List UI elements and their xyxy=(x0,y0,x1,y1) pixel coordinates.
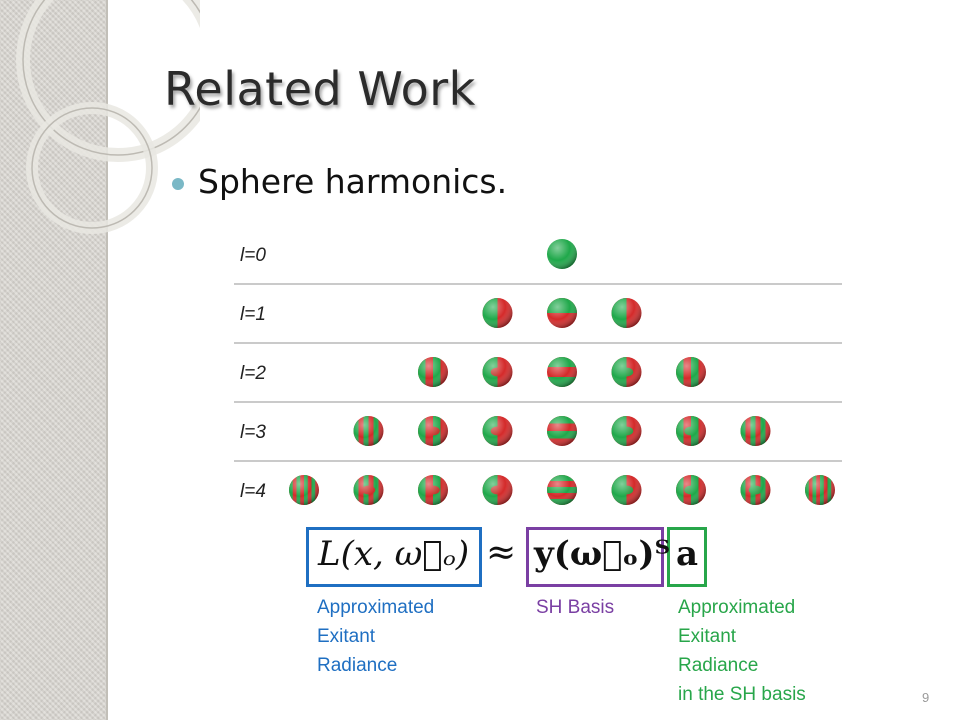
caption-line: in the SH basis xyxy=(678,684,806,705)
row-label: l=3 xyxy=(240,422,266,443)
harmonic-sphere xyxy=(353,475,384,505)
harmonic-sphere xyxy=(740,475,771,505)
row-label: l=4 xyxy=(240,481,266,502)
harmonic-sphere xyxy=(353,416,384,446)
caption-sh-basis: SH Basis xyxy=(536,593,614,622)
coefficient-box xyxy=(667,527,707,587)
caption-radiance: Approximated Exitant Radiance xyxy=(317,593,434,680)
equation-lhs: L(x, ω⃗ₒ) xyxy=(318,534,470,574)
harmonic-sphere xyxy=(482,357,513,387)
slide-title: Related Work xyxy=(164,62,476,116)
equation-basis: y(ω⃗ₒ)ᵀ xyxy=(534,534,671,574)
bullet-dot xyxy=(172,178,184,190)
harmonic-sphere xyxy=(482,475,513,505)
harmonic-sphere xyxy=(418,475,448,505)
harmonic-sphere xyxy=(676,475,706,505)
harmonic-sphere xyxy=(611,298,642,328)
harmonic-sphere xyxy=(611,416,642,446)
harmonic-sphere xyxy=(482,298,513,328)
row-label: l=1 xyxy=(240,304,266,325)
harmonic-sphere xyxy=(418,416,448,446)
bullet-text: Sphere harmonics. xyxy=(198,162,508,201)
sh-basis-box xyxy=(526,527,664,587)
harmonic-sphere xyxy=(547,475,577,505)
radiance-box xyxy=(306,527,482,587)
row-label: l=0 xyxy=(240,245,266,266)
harmonic-sphere xyxy=(547,357,577,387)
harmonic-sphere xyxy=(547,239,577,269)
row-label: l=2 xyxy=(240,363,266,384)
harmonic-sphere xyxy=(676,416,706,446)
caption-line: Exitant xyxy=(317,626,376,647)
harmonic-sphere xyxy=(676,357,706,387)
page-number: 9 xyxy=(922,690,930,705)
harmonic-sphere xyxy=(482,416,513,446)
harmonic-sphere xyxy=(418,357,448,387)
spherical-harmonics-figure: l=0 l=1 l=2 l=3 l=4 xyxy=(234,239,842,505)
harmonic-sphere xyxy=(611,475,642,505)
harmonic-sphere xyxy=(740,416,771,446)
approx-symbol: ≈ xyxy=(486,532,517,573)
harmonic-sphere xyxy=(805,475,835,505)
caption-line: Exitant xyxy=(678,626,737,647)
equation-coefficient: a xyxy=(676,534,699,574)
caption-line: SH Basis xyxy=(536,597,615,618)
caption-line: Radiance xyxy=(678,655,759,676)
caption-line: Radiance xyxy=(317,655,398,676)
harmonic-sphere xyxy=(547,416,577,446)
harmonic-sphere xyxy=(547,298,577,328)
harmonic-sphere xyxy=(289,475,319,505)
decorative-rings xyxy=(16,0,200,234)
caption-coefficients: Approximated Exitant Radiance in the SH … xyxy=(678,593,806,709)
harmonic-sphere xyxy=(611,357,642,387)
caption-line: Approximated xyxy=(678,597,796,618)
caption-line: Approximated xyxy=(317,597,435,618)
